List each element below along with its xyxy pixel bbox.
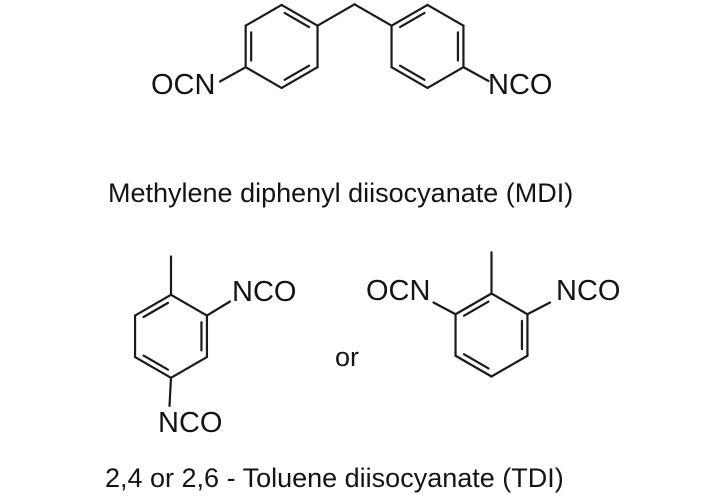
tdi-26-right-nco-label: NCO	[556, 275, 621, 307]
mdi-caption: Methylene diphenyl diisocyanate (MDI)	[108, 178, 574, 208]
mdi-nco-label: NCO	[488, 69, 553, 101]
tdi-24-para-nco-label: NCO	[158, 407, 223, 439]
tdi-24-ortho-nco-label: NCO	[232, 276, 297, 308]
tdi-caption: 2,4 or 2,6 - Toluene diisocyanate (TDI)	[105, 463, 564, 493]
or-text: or	[335, 342, 360, 372]
mdi-ocn-label: OCN	[151, 69, 216, 101]
tdi-26-left-ocn-label: OCN	[366, 275, 431, 307]
